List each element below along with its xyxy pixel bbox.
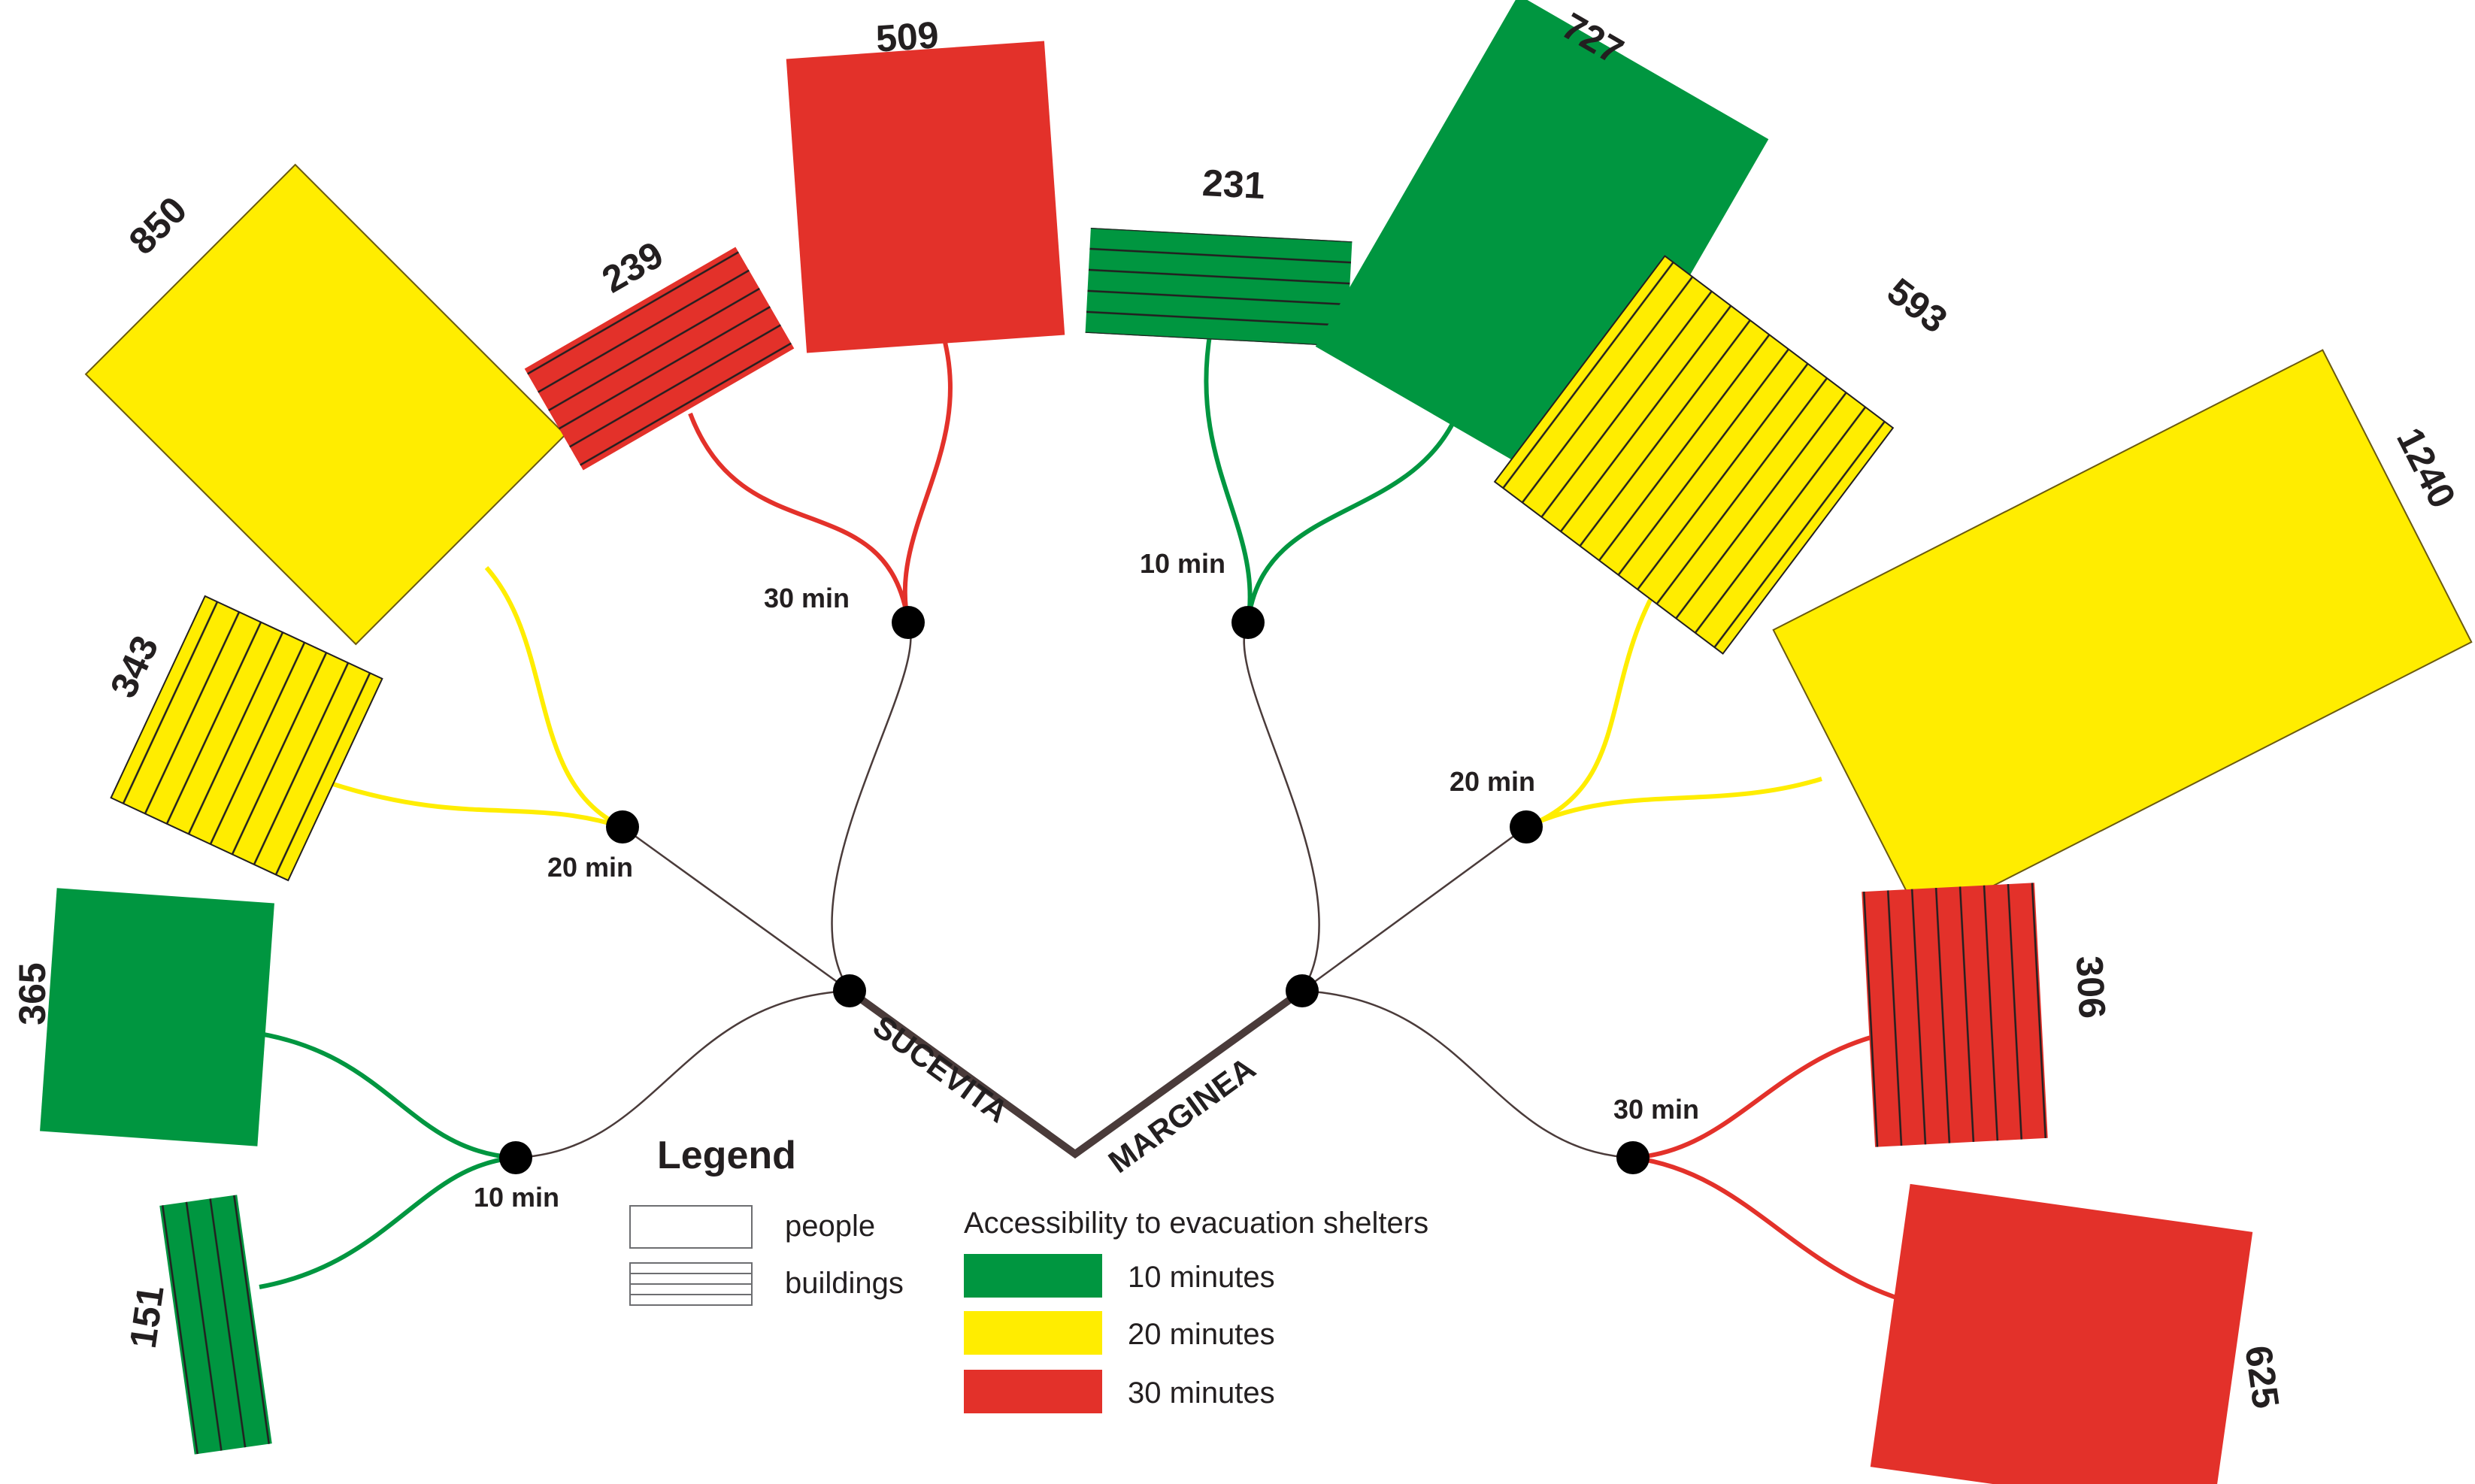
legend-20min-swatch: [964, 1311, 1102, 1355]
value-l20-buildings: 343: [102, 629, 167, 704]
time-label-l10: 10 min: [474, 1182, 559, 1213]
legend-20min-label: 20 minutes: [1128, 1318, 1275, 1351]
box-l30-people: [786, 41, 1065, 353]
legend-people-swatch: [629, 1205, 753, 1249]
conn-l10-people: [250, 1030, 517, 1160]
box-r20-buildings: [1493, 255, 1895, 655]
trunk-lines: [515, 622, 1634, 1159]
value-r30-people: 625: [2237, 1343, 2287, 1410]
value-l10-buildings: 151: [122, 1283, 172, 1350]
box-r10-people: [1315, 0, 1769, 491]
time-label-r20: 20 min: [1450, 766, 1535, 797]
box-l30-buildings: [524, 247, 795, 471]
time-label-l20: 20 min: [547, 852, 633, 883]
conn-r20-people: [1525, 777, 1822, 829]
conn-l20-people: [484, 566, 624, 829]
legend-buildings-hatch: [630, 1273, 752, 1295]
nodes: [499, 606, 1649, 1174]
node-r10: [1231, 606, 1265, 639]
value-r30-buildings: 306: [2068, 955, 2113, 1019]
box-l20-buildings: [110, 595, 383, 882]
node-r20: [1510, 810, 1543, 843]
value-l30-people: 509: [874, 14, 940, 60]
node-marginea: [1286, 974, 1319, 1007]
conn-r20-buildings: [1525, 564, 1673, 829]
value-r20-buildings: 593: [1880, 270, 1955, 341]
box-l20-people: [84, 163, 567, 646]
legend-10min-swatch: [964, 1254, 1102, 1298]
node-l10: [499, 1141, 532, 1174]
box-r20-people: [1772, 349, 2473, 923]
legend-30min-swatch: [964, 1370, 1102, 1413]
value-l10-people: 365: [11, 962, 53, 1025]
time-label-r10: 10 min: [1140, 548, 1225, 579]
village-sucevita: SUCEVITA: [867, 1008, 1015, 1129]
conn-l20-buildings: [330, 781, 623, 829]
legend-people-label: people: [785, 1210, 875, 1243]
node-sucevita: [833, 974, 866, 1007]
legend: Legend people buildings Accessibility to…: [629, 1134, 1428, 1413]
legend-access-title: Accessibility to evacuation shelters: [964, 1207, 1428, 1240]
box-r10-buildings: [1085, 227, 1353, 347]
value-r10-buildings: 231: [1201, 162, 1266, 207]
trunk-r30: [1301, 989, 1634, 1159]
trunk-r20: [1301, 825, 1527, 992]
legend-buildings-label: buildings: [785, 1267, 904, 1300]
connectors: [250, 330, 1903, 1301]
conn-l10-buildings: [259, 1155, 517, 1289]
trunk-l10: [515, 989, 850, 1159]
box-r30-people: [1870, 1183, 2253, 1484]
legend-title: Legend: [657, 1134, 796, 1177]
trunk-l30: [831, 622, 912, 992]
conn-l30-buildings: [688, 412, 910, 623]
time-label-r30: 30 min: [1613, 1094, 1699, 1125]
legend-30min-label: 30 minutes: [1128, 1376, 1275, 1410]
conn-r30-people: [1632, 1155, 1901, 1301]
trunk-r10: [1243, 622, 1320, 992]
time-label-l30: 30 min: [764, 583, 850, 613]
legend-10min-label: 10 minutes: [1128, 1261, 1275, 1294]
conn-r30-buildings: [1632, 1028, 1903, 1160]
conn-r10-buildings: [1204, 330, 1253, 623]
box-l10-buildings: [159, 1195, 272, 1455]
village-road: [847, 987, 1304, 1159]
node-l30: [892, 606, 925, 639]
box-r30-buildings: [1862, 883, 2048, 1147]
node-r30: [1616, 1141, 1649, 1174]
value-l20-people: 850: [121, 189, 195, 263]
node-l20: [606, 810, 639, 843]
conn-r10-people: [1246, 406, 1462, 623]
conn-l30-people: [902, 330, 953, 623]
box-l10-people: [40, 888, 274, 1146]
trunk-l20: [622, 825, 850, 992]
value-l30-buildings: 239: [595, 233, 670, 301]
